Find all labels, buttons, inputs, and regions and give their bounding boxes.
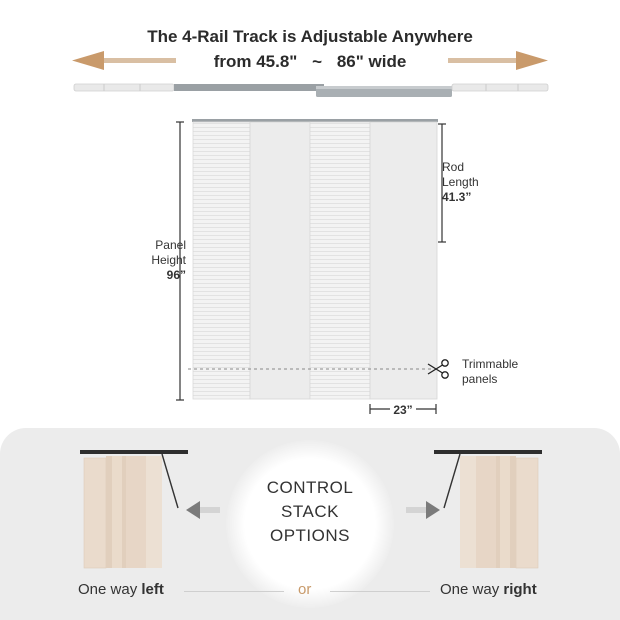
control-line-1: CONTROL <box>266 478 354 497</box>
caption-left: One way left <box>78 581 164 598</box>
width-separator: ~ <box>312 52 323 71</box>
rod-length-value: 41.3” <box>442 190 472 204</box>
fabric-panel-3 <box>309 121 371 400</box>
headline-width-range: from 45.8" ~ 86" wide <box>0 52 620 72</box>
divider-right <box>330 591 430 592</box>
caption-or: or <box>298 581 312 598</box>
control-glow <box>226 440 394 608</box>
panel-height-label: Panel Height 96” <box>138 238 186 283</box>
right-direction-arrow-icon <box>406 501 440 519</box>
panel-height-value: 96” <box>166 268 186 282</box>
caption-left-prefix: One way <box>78 581 142 598</box>
panel-height-word-2: Height <box>151 253 186 267</box>
right-arrow-icon <box>448 51 548 70</box>
caption-right: One way right <box>440 581 537 598</box>
caption-right-bold: right <box>503 581 537 598</box>
divider-left <box>184 591 284 592</box>
caption-right-prefix: One way <box>440 581 504 598</box>
trimmable-word-1: Trimmable <box>462 357 519 371</box>
rod-length-dimension <box>438 123 446 243</box>
fabric-panel-2 <box>249 121 311 400</box>
trimmable-label: Trimmable panels <box>462 357 542 387</box>
trimmable-word-2: panels <box>462 372 498 386</box>
rod-length-label: Rod Length 41.3” <box>442 160 512 205</box>
panel-width-text: 23” <box>390 403 416 417</box>
width-min: from 45.8" <box>213 52 298 71</box>
control-line-2: STACK <box>281 502 339 521</box>
scissors-icon <box>427 359 449 379</box>
headline-title: The 4-Rail Track is Adjustable Anywhere <box>147 27 473 46</box>
panel-headrail <box>192 119 438 122</box>
rod-length-word-2: Length <box>442 175 479 189</box>
width-max: 86" wide <box>336 52 407 71</box>
adjustable-track <box>73 83 549 97</box>
caption-left-bold: left <box>141 581 164 598</box>
track-illustration <box>72 51 549 97</box>
panels-illustration <box>188 119 438 400</box>
stack-right-illustration <box>434 450 542 569</box>
stack-left-illustration <box>80 450 188 569</box>
left-direction-arrow-icon <box>186 501 220 519</box>
panel-width-value: 23” <box>366 403 440 418</box>
panel-height-word-1: Panel <box>155 238 186 252</box>
fabric-panel-1 <box>192 121 251 400</box>
panel-height-dimension <box>176 121 184 401</box>
rod-length-word-1: Rod <box>442 160 465 174</box>
left-arrow-icon <box>72 51 176 70</box>
control-line-3: OPTIONS <box>269 526 350 545</box>
fabric-panel-4 <box>369 121 438 400</box>
